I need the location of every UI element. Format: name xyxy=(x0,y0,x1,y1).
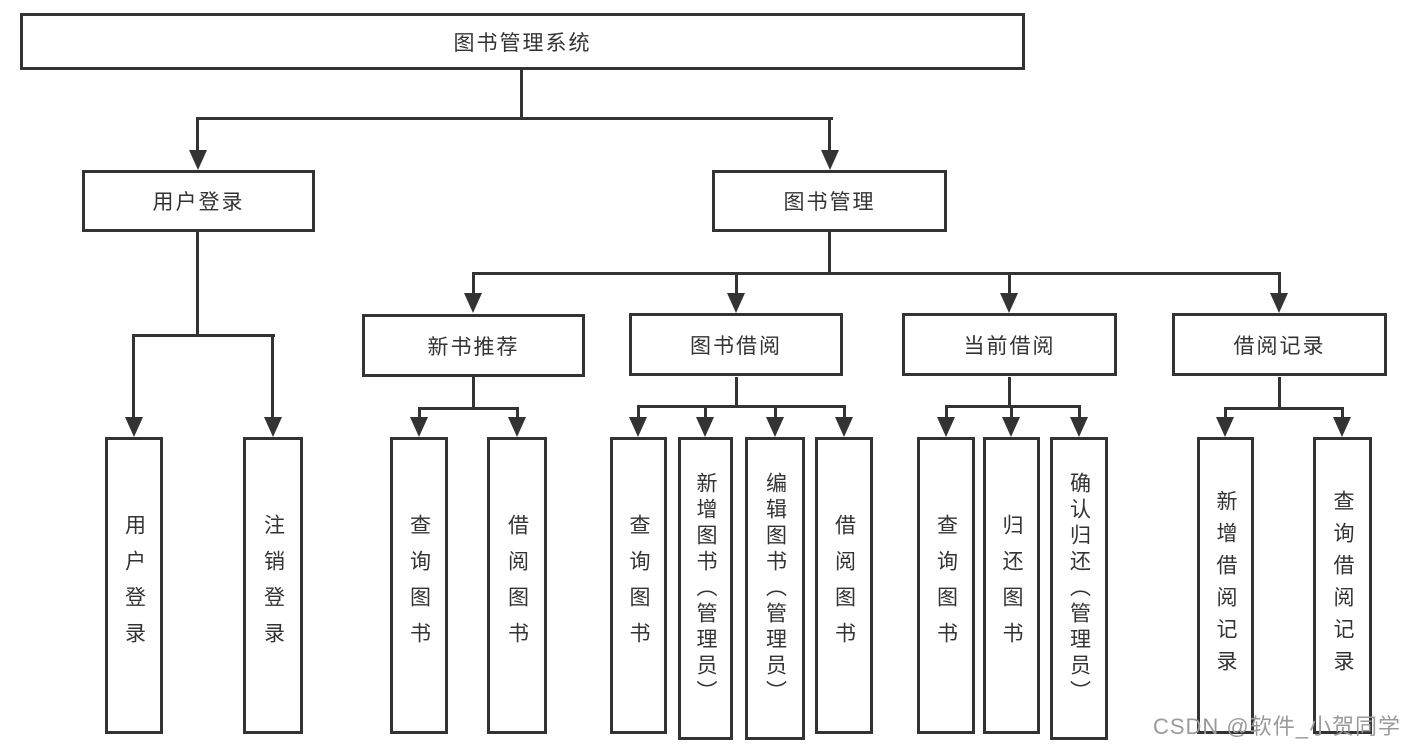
connector-arrowhead xyxy=(264,417,282,437)
connector-arrowhead xyxy=(696,417,714,437)
connector-line xyxy=(1078,405,1081,421)
connector-line xyxy=(1008,272,1011,297)
connector-arrowhead xyxy=(1216,417,1234,437)
node-label: 注销登录 xyxy=(261,513,285,658)
node-current-borrowing: 当前借阅 xyxy=(902,313,1117,376)
node-label: 查询图书 xyxy=(934,513,958,658)
node-borrow-books-recommend: 借阅图书 xyxy=(487,437,547,734)
node-add-borrow-record: 新增借阅记录 xyxy=(1197,437,1254,734)
connector-line xyxy=(637,405,846,408)
connector-line xyxy=(472,272,1280,275)
connector-line xyxy=(418,407,519,410)
connector-line xyxy=(1278,377,1281,410)
connector-line xyxy=(828,117,831,154)
connector-line xyxy=(472,377,475,410)
connector-arrowhead xyxy=(410,417,428,437)
node-user-login: 用户登录 xyxy=(82,170,315,232)
connector-arrowhead xyxy=(727,293,745,313)
connector-line xyxy=(1224,407,1344,410)
node-label: 归还图书 xyxy=(1000,513,1023,658)
connector-line xyxy=(196,117,199,154)
node-label: 查询图书 xyxy=(407,513,431,658)
node-book-borrowing: 图书借阅 xyxy=(629,313,843,376)
connector-arrowhead xyxy=(629,417,647,437)
node-book-management: 图书管理 xyxy=(712,170,947,232)
connector-line xyxy=(418,407,421,421)
connector-arrowhead xyxy=(937,417,955,437)
connector-arrowhead xyxy=(1070,417,1088,437)
connector-line xyxy=(271,334,274,421)
connector-arrowhead xyxy=(464,293,482,313)
node-label: 图书管理系统 xyxy=(453,31,592,55)
connector-line xyxy=(472,272,475,297)
connector-arrowhead xyxy=(508,417,526,437)
connector-line xyxy=(1008,377,1011,408)
node-label: 新增图书（管理员） xyxy=(694,471,717,706)
connector-arrowhead xyxy=(1000,293,1018,313)
node-label: 图书管理 xyxy=(783,191,876,214)
node-query-books-borrowing: 查询图书 xyxy=(610,437,667,734)
node-confirm-return-admin: 确认归还（管理员） xyxy=(1050,437,1108,740)
node-borrow-books-borrowing: 借阅图书 xyxy=(815,437,873,734)
node-label: 查询借阅记录 xyxy=(1331,489,1354,682)
connector-line xyxy=(516,407,519,421)
node-query-books-current: 查询图书 xyxy=(917,437,975,734)
connector-arrowhead xyxy=(189,150,207,170)
connector-line xyxy=(1010,405,1013,421)
node-library-management-system: 图书管理系统 xyxy=(20,13,1025,70)
node-label: 新书推荐 xyxy=(427,335,520,359)
node-user-login-leaf: 用户登录 xyxy=(105,437,163,734)
connector-arrowhead xyxy=(1270,293,1288,313)
connector-line xyxy=(1278,272,1281,297)
connector-arrowhead xyxy=(1333,417,1351,437)
connector-line xyxy=(704,405,707,421)
connector-line xyxy=(197,117,833,120)
connector-line xyxy=(637,405,640,421)
connector-line xyxy=(735,272,738,297)
connector-line xyxy=(735,377,738,408)
connector-line xyxy=(133,334,275,337)
connector-line xyxy=(843,405,846,421)
node-label: 图书借阅 xyxy=(690,334,782,358)
node-logout: 注销登录 xyxy=(243,437,303,734)
connector-line xyxy=(945,405,1081,408)
node-query-borrow-record: 查询借阅记录 xyxy=(1313,437,1372,734)
watermark: CSDN @软件_小贺同学 xyxy=(1152,714,1401,739)
connector-line xyxy=(520,70,523,119)
node-label: 用户登录 xyxy=(122,513,146,658)
node-label: 借阅图书 xyxy=(505,513,529,658)
node-add-books-admin: 新增图书（管理员） xyxy=(678,437,733,740)
node-edit-books-admin: 编辑图书（管理员） xyxy=(745,437,805,740)
connector-line xyxy=(945,405,948,421)
node-new-book-recommend: 新书推荐 xyxy=(362,314,585,377)
node-label: 借阅图书 xyxy=(832,513,856,658)
node-label: 借阅记录 xyxy=(1233,334,1326,358)
connector-arrowhead xyxy=(821,150,839,170)
connector-arrowhead xyxy=(835,417,853,437)
connector-line xyxy=(774,405,777,421)
connector-line xyxy=(132,334,135,421)
node-label: 当前借阅 xyxy=(963,334,1056,358)
node-borrowing-records: 借阅记录 xyxy=(1172,313,1387,376)
connector-line xyxy=(196,232,199,337)
connector-line xyxy=(1224,407,1227,421)
connector-line xyxy=(1341,407,1344,421)
node-label: 确认归还（管理员） xyxy=(1067,471,1091,706)
node-label: 编辑图书（管理员） xyxy=(763,471,787,706)
node-query-books-recommend: 查询图书 xyxy=(390,437,448,734)
node-label: 用户登录 xyxy=(152,191,245,214)
connector-arrowhead xyxy=(1002,417,1020,437)
node-label: 新增借阅记录 xyxy=(1214,489,1237,682)
node-label: 查询图书 xyxy=(627,513,650,658)
node-return-books: 归还图书 xyxy=(983,437,1040,734)
connector-arrowhead xyxy=(766,417,784,437)
connector-arrowhead xyxy=(125,417,143,437)
connector-line xyxy=(828,232,831,275)
